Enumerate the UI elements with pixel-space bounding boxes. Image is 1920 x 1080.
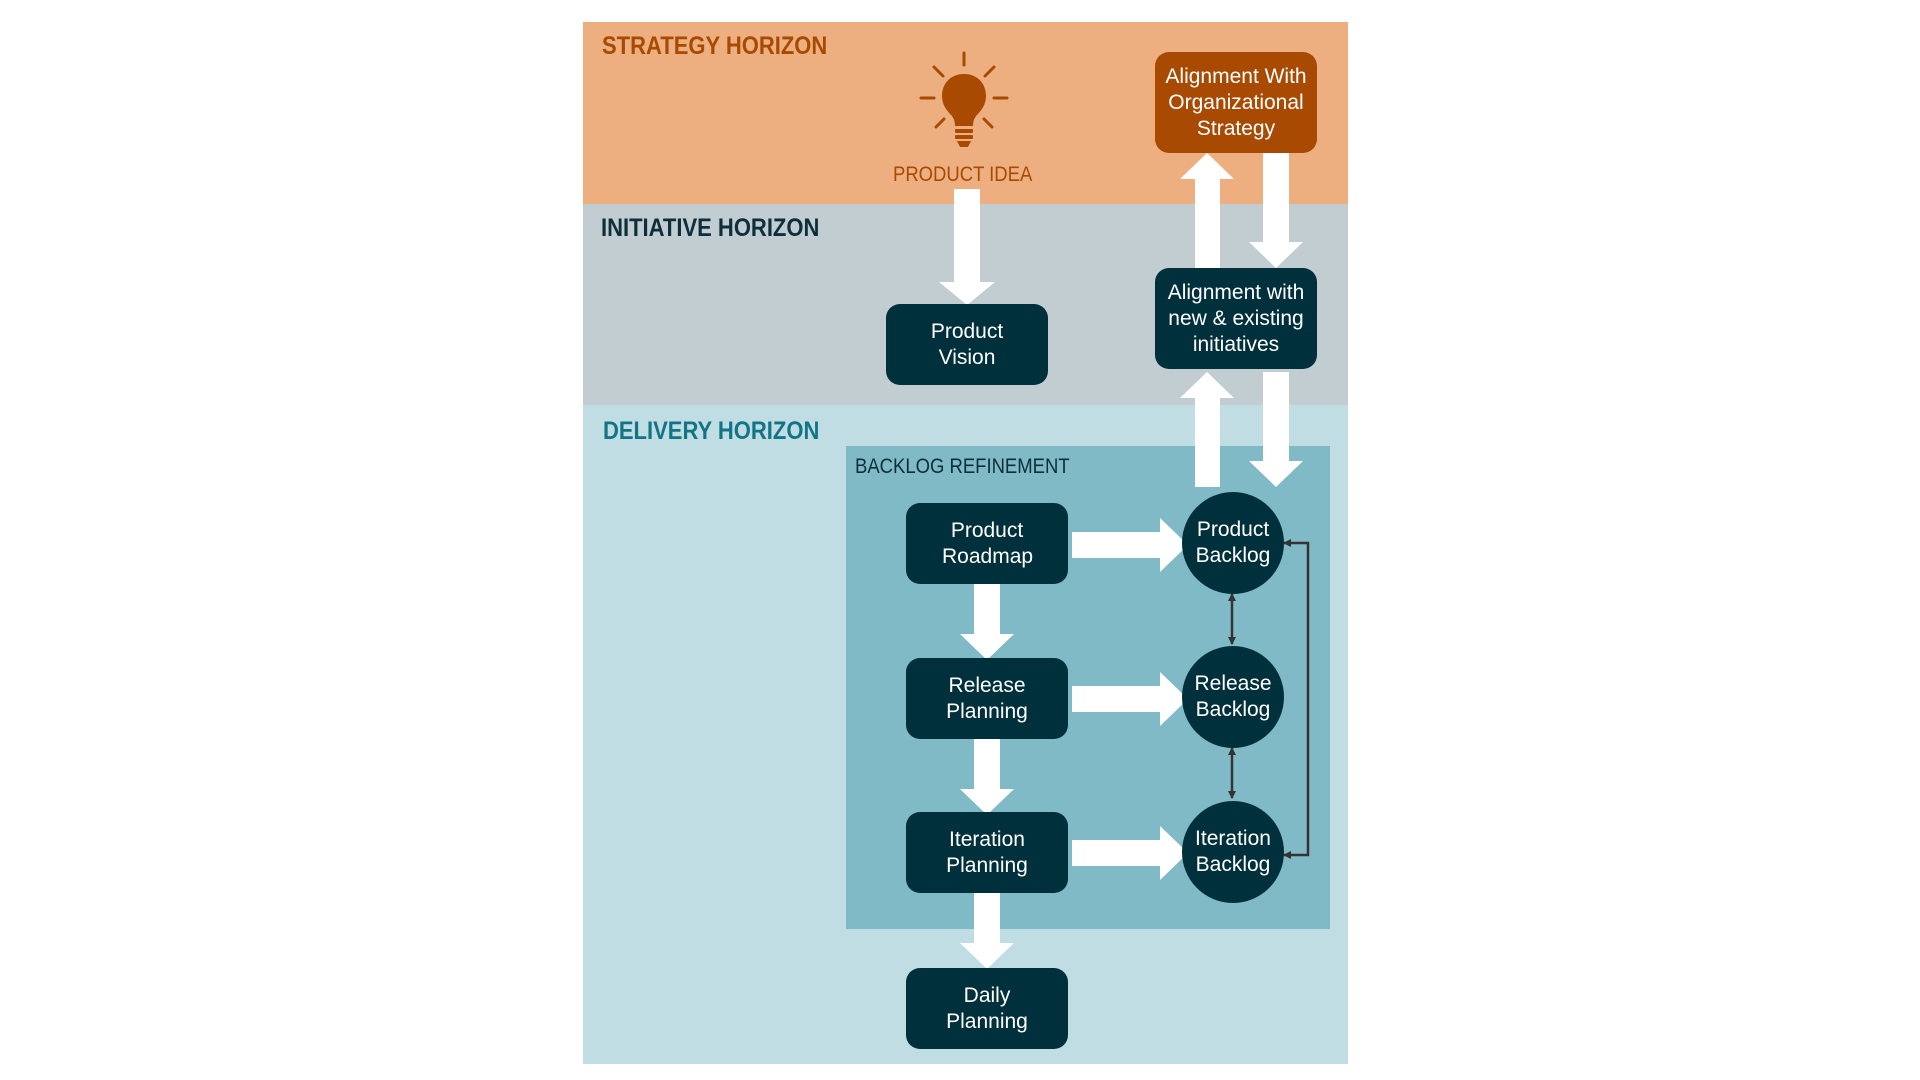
product-backlog-node: Product Backlog — [1182, 492, 1284, 594]
product-idea-label: PRODUCT IDEA — [893, 163, 1033, 186]
iteration-backlog-node: Iteration Backlog — [1182, 801, 1284, 903]
delivery-horizon-title: DELIVERY HORIZON — [603, 417, 820, 445]
strategy-horizon-title: STRATEGY HORIZON — [602, 32, 828, 60]
product-vision-node: Product Vision — [886, 304, 1048, 385]
alignment-organizational-strategy-node: Alignment With Organizational Strategy — [1155, 52, 1317, 153]
daily-planning-node: Daily Planning — [906, 968, 1068, 1049]
release-backlog-node: Release Backlog — [1182, 646, 1284, 748]
release-planning-node: Release Planning — [906, 658, 1068, 739]
initiative-horizon-title: INITIATIVE HORIZON — [601, 214, 820, 242]
iteration-planning-node: Iteration Planning — [906, 812, 1068, 893]
backlog-refinement-title: BACKLOG REFINEMENT — [855, 455, 1070, 478]
product-roadmap-node: Product Roadmap — [906, 503, 1068, 584]
lightbulb-icon — [919, 51, 1009, 147]
alignment-initiatives-node: Alignment with new & existing initiative… — [1155, 268, 1317, 369]
